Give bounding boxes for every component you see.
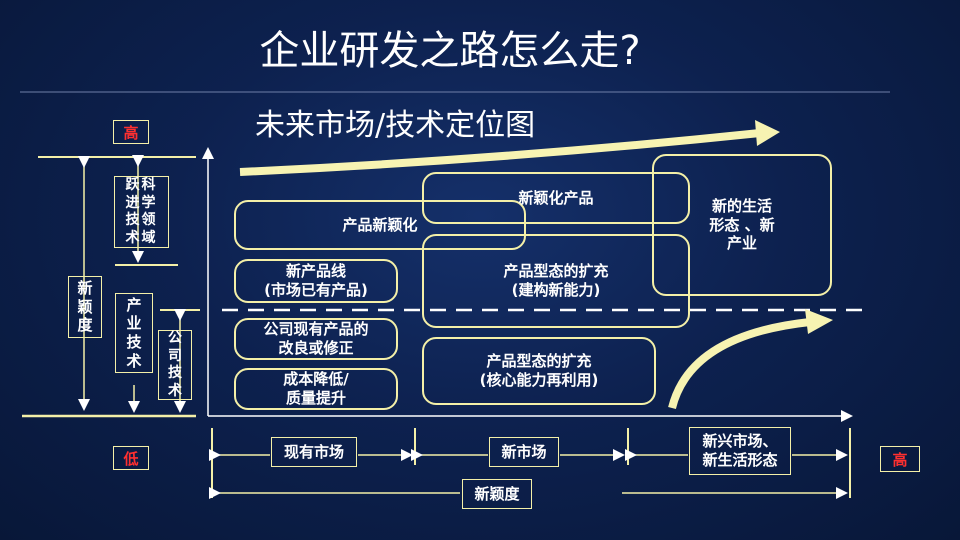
product-novelty-box: 产品新颖化 bbox=[234, 200, 526, 250]
emerging-market-label: 新兴市场、 新生活形态 bbox=[689, 427, 791, 475]
tech-leap-label: 跃科 进学 技领 术域 bbox=[114, 176, 169, 248]
horizontal-high-label: 高 bbox=[880, 446, 920, 472]
industry-tech-label: 产 业 技 术 bbox=[115, 293, 153, 373]
vertical-high-label: 高 bbox=[113, 120, 149, 144]
form-expand-reuse-box: 产品型态的扩充 (核心能力再利用) bbox=[422, 337, 656, 405]
new-market-label: 新市场 bbox=[489, 437, 559, 467]
vertical-low-label: 低 bbox=[113, 446, 149, 470]
existing-market-label: 现有市场 bbox=[271, 437, 357, 467]
novelty-vertical-label: 新 颖 度 bbox=[68, 276, 102, 338]
improve-existing-box: 公司现有产品的 改良或修正 bbox=[234, 318, 398, 360]
novelty-horizontal-label: 新颖度 bbox=[462, 479, 532, 509]
cost-down-box: 成本降低/ 质量提升 bbox=[234, 368, 398, 410]
new-life-box: 新的生活 形态 、新 产业 bbox=[652, 154, 832, 296]
page-title: 企业研发之路怎么走? bbox=[259, 28, 641, 74]
novel-product-box: 新颖化产品 bbox=[422, 172, 690, 224]
company-tech-label: 公 司 技 术 bbox=[158, 330, 192, 400]
form-expand-build-box: 产品型态的扩充 (建构新能力) bbox=[422, 234, 690, 328]
page-subtitle: 未来市场/技术定位图 bbox=[255, 108, 536, 143]
new-product-line-box: 新产品线 (市场已有产品) bbox=[234, 259, 398, 303]
